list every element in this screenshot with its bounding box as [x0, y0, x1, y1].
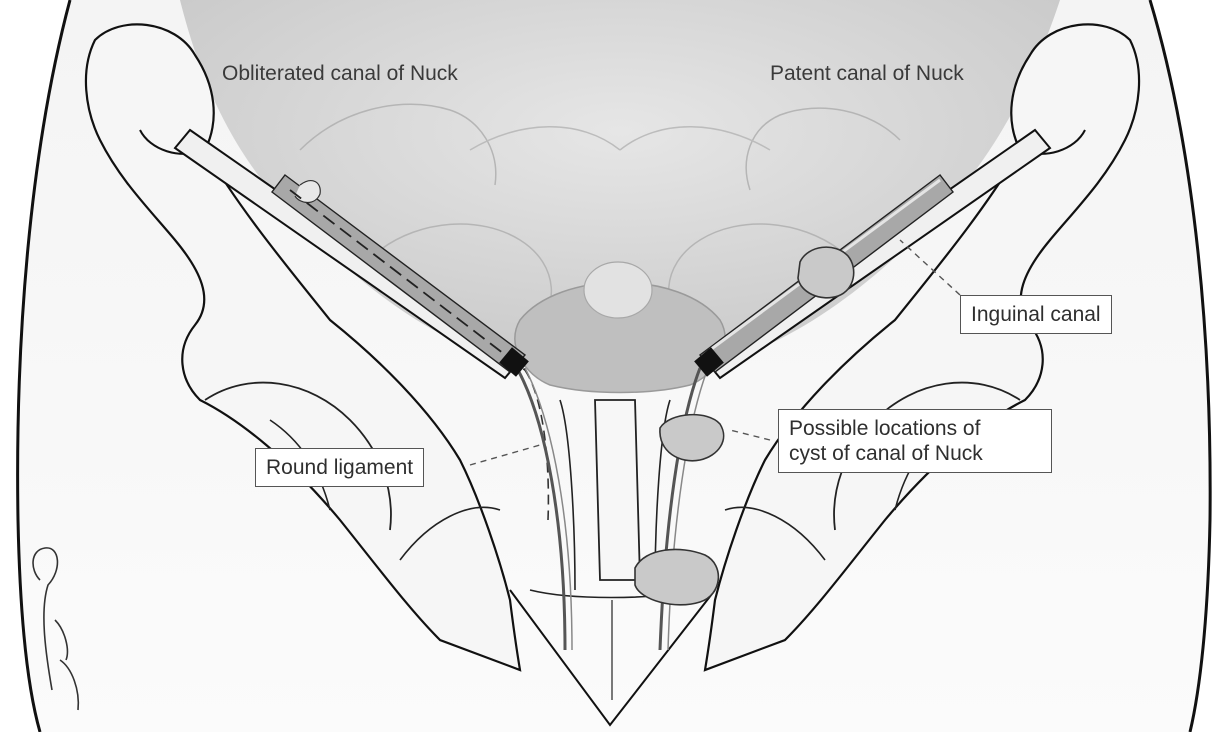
label-possible-cyst-locations: Possible locations of cyst of canal of N… [778, 409, 1052, 473]
cyst-lower [635, 549, 718, 604]
cyst-inguinal [798, 247, 854, 298]
label-possible-cyst-locations-line2: cyst of canal of Nuck [789, 441, 1041, 466]
label-round-ligament: Round ligament [255, 448, 424, 487]
label-patent-canal: Patent canal of Nuck [770, 61, 964, 86]
label-inguinal-canal: Inguinal canal [960, 295, 1112, 334]
label-obliterated-canal: Obliterated canal of Nuck [222, 61, 458, 86]
label-possible-cyst-locations-line1: Possible locations of [789, 416, 1041, 441]
